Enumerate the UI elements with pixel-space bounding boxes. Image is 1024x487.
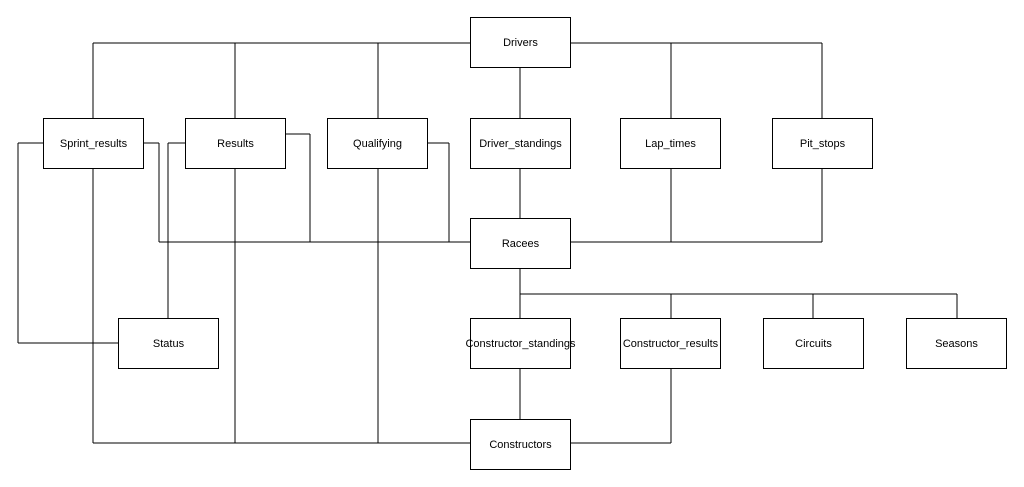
entity-seasons[interactable]: Seasons xyxy=(906,318,1007,369)
entity-label: Constructors xyxy=(489,438,552,451)
entity-label: Qualifying xyxy=(353,137,402,150)
entity-label: Constructor_results xyxy=(622,337,719,350)
entity-constructor-results[interactable]: Constructor_results xyxy=(620,318,721,369)
entity-pit-stops[interactable]: Pit_stops xyxy=(772,118,873,169)
entity-label: Racees xyxy=(501,237,540,250)
entity-constructor-standings[interactable]: Constructor_standings xyxy=(465,318,576,369)
entity-status[interactable]: Status xyxy=(118,318,219,369)
entity-label: Constructor_standings xyxy=(465,337,576,350)
entity-label: Lap_times xyxy=(645,137,696,150)
entity-constructors[interactable]: Constructors xyxy=(470,419,571,470)
entity-qualifying[interactable]: Qualifying xyxy=(327,118,428,169)
entity-results[interactable]: Results xyxy=(185,118,286,169)
entity-sprint-results[interactable]: Sprint_results xyxy=(43,118,144,169)
entity-label: Sprint_results xyxy=(59,137,128,150)
entity-drivers[interactable]: Drivers xyxy=(470,17,571,68)
entity-circuits[interactable]: Circuits xyxy=(763,318,864,369)
entity-driver-standings[interactable]: Driver_standings xyxy=(470,118,571,169)
entity-label: Driver_standings xyxy=(479,137,562,150)
entity-lap-times[interactable]: Lap_times xyxy=(620,118,721,169)
entity-label: Seasons xyxy=(935,337,978,350)
entity-label: Pit_stops xyxy=(799,137,846,150)
entity-label: Circuits xyxy=(795,337,832,350)
entity-racees[interactable]: Racees xyxy=(470,218,571,269)
entity-label: Results xyxy=(217,137,254,150)
entity-label: Drivers xyxy=(503,36,538,49)
entity-label: Status xyxy=(152,337,185,350)
